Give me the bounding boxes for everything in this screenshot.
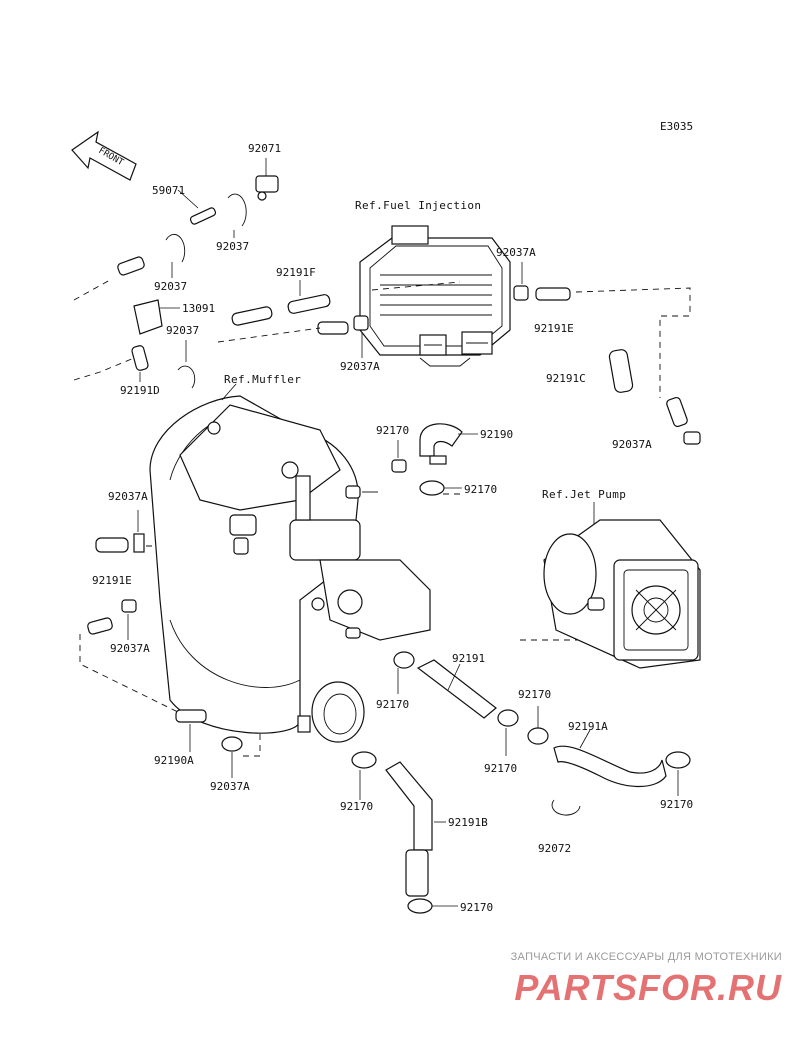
watermark-tagline: ЗАПЧАСТИ И АКСЕССУАРЫ ДЛЯ МОТОТЕХНИКИ	[510, 951, 782, 963]
label-92191B: 92191B	[448, 816, 488, 829]
label-92037A-left: 92037A	[108, 490, 148, 503]
label-92037A-fi: 92037A	[496, 246, 536, 259]
clamp-92170-b	[419, 480, 462, 496]
hose-92191A	[553, 729, 667, 787]
label-13091: 13091	[182, 302, 215, 315]
circlip-92037-left	[165, 233, 186, 278]
clamp-92170-c	[393, 651, 415, 694]
label-92037A-right: 92037A	[612, 438, 652, 451]
label-59071: 59071	[152, 184, 185, 197]
label-92170-b: 92170	[464, 483, 497, 496]
label-92170-g: 92170	[340, 800, 373, 813]
label-92191A: 92191A	[568, 720, 608, 733]
fuel-injection-ecu	[359, 225, 511, 367]
clamp-92170-f	[665, 751, 691, 796]
bracket-13091	[133, 299, 180, 335]
connector-92071	[255, 158, 279, 201]
front-arrow-icon: FRONT	[71, 130, 137, 181]
spring-hose-92191F	[231, 280, 331, 326]
circlip-92037-mid	[177, 340, 196, 389]
hose-92191E-right	[513, 262, 571, 301]
label-92037-left: 92037	[154, 280, 187, 293]
label-92037A-fi-low: 92037A	[340, 360, 380, 373]
hose-92037A-fi	[317, 315, 369, 358]
label-92170-a: 92170	[376, 424, 409, 437]
label-92037-top: 92037	[216, 240, 249, 253]
hose-92190A	[175, 709, 207, 752]
jet-pump	[543, 502, 701, 669]
clamp-92037A-bottom	[221, 736, 243, 778]
label-92037-mid: 92037	[166, 324, 199, 337]
hose-upper-left	[117, 256, 145, 276]
clamp-92170-e	[527, 706, 549, 745]
circlip-92037-top	[227, 193, 247, 238]
spring-hose-92191C	[608, 349, 634, 393]
label-92190: 92190	[480, 428, 513, 441]
label-92190A: 92190A	[154, 754, 194, 767]
diagram-code: E3035	[660, 120, 693, 133]
circlip-92072	[551, 799, 581, 816]
hose-92037A-left2	[87, 599, 137, 640]
label-92170-h: 92170	[460, 901, 493, 914]
hose-92191D	[131, 345, 149, 382]
clamp-92170-g	[351, 751, 377, 800]
label-92170-f: 92170	[660, 798, 693, 811]
ref-jet-pump: Ref.Jet Pump	[542, 488, 626, 501]
label-92191F: 92191F	[276, 266, 316, 279]
pin-59071	[177, 189, 217, 225]
label-92191C: 92191C	[546, 372, 586, 385]
hose-92191	[416, 659, 497, 719]
label-92191E-right: 92191E	[534, 322, 574, 335]
ref-muffler: Ref.Muffler	[224, 373, 301, 386]
watermark-logo: PARTSFOR.RU	[514, 967, 782, 1008]
clamp-92170-d	[497, 709, 519, 756]
label-92191D: 92191D	[120, 384, 160, 397]
hose-92191B	[385, 761, 446, 897]
label-92191E-left: 92191E	[92, 574, 132, 587]
hose-92190	[419, 423, 478, 465]
label-92170-e: 92170	[518, 688, 551, 701]
hose-92037A-right	[666, 396, 701, 445]
clamp-92170-h	[407, 898, 458, 914]
label-92170-c: 92170	[376, 698, 409, 711]
label-92072: 92072	[538, 842, 571, 855]
label-92071: 92071	[248, 142, 281, 155]
ref-fuel-injection: Ref.Fuel Injection	[355, 199, 481, 212]
muffler-assembly	[149, 383, 431, 743]
label-92170-d: 92170	[484, 762, 517, 775]
hose-92191E-left	[95, 510, 145, 553]
clamp-92170-a	[391, 440, 407, 473]
label-92191: 92191	[452, 652, 485, 665]
label-92037A-bottom: 92037A	[210, 780, 250, 793]
label-92037A-left2: 92037A	[110, 642, 150, 655]
